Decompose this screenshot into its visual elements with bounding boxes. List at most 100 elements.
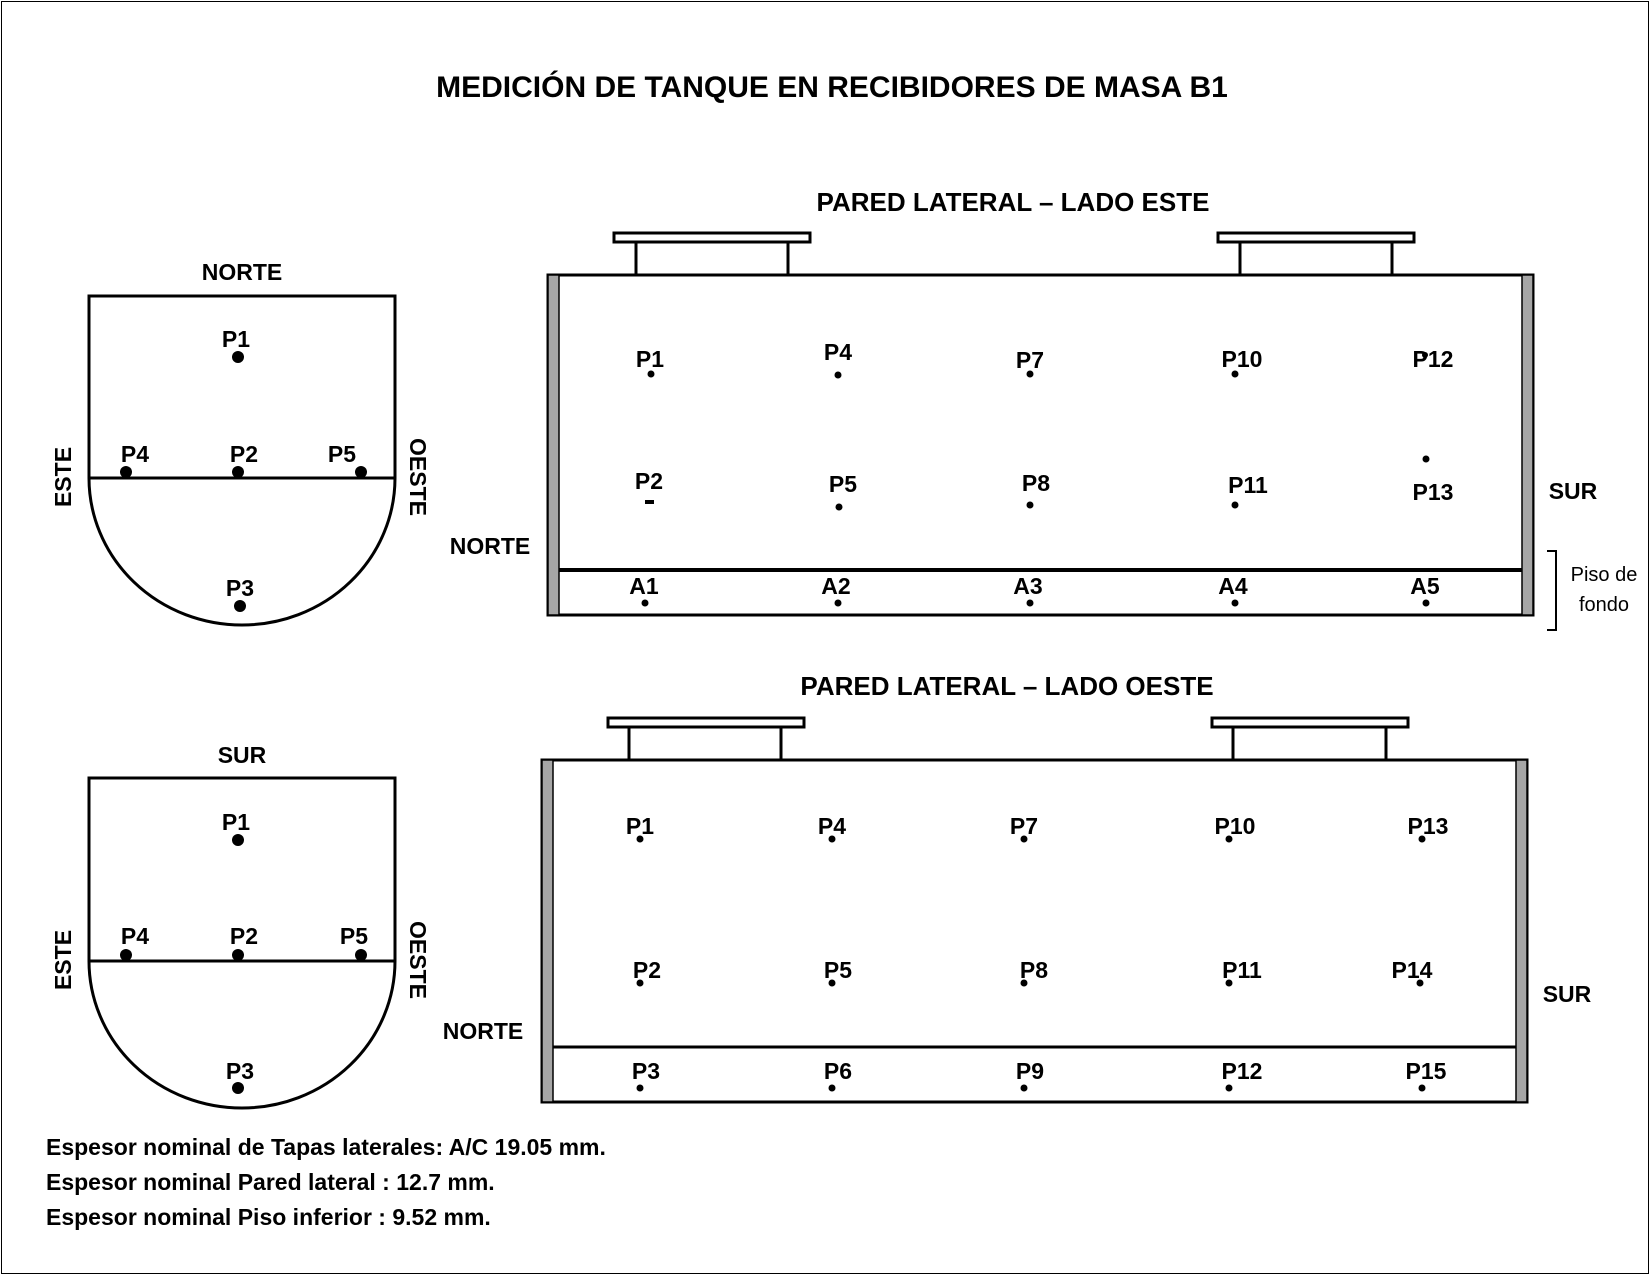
point-label: P5 bbox=[829, 471, 857, 497]
point-label: P3 bbox=[226, 575, 254, 601]
point-label: A4 bbox=[1218, 573, 1248, 599]
end-view-right-label: OESTE bbox=[405, 438, 431, 516]
end-view-top-label: SUR bbox=[218, 742, 267, 768]
end-view-left-label: ESTE bbox=[50, 447, 76, 507]
measure-point bbox=[1225, 1084, 1233, 1092]
manway-cover bbox=[1210, 716, 1410, 729]
measure-point bbox=[834, 599, 842, 607]
point-label: P1 bbox=[222, 809, 250, 835]
point-label: P2 bbox=[633, 957, 661, 983]
point-label: A5 bbox=[1410, 573, 1440, 599]
measure-point bbox=[828, 979, 836, 987]
floor-bracket-label: fondo bbox=[1579, 594, 1629, 616]
point-label: P1 bbox=[222, 326, 250, 352]
end-cap-plate bbox=[1515, 759, 1528, 1103]
measure-point bbox=[835, 503, 843, 511]
end-cap-plate bbox=[547, 274, 560, 616]
point-label: P7 bbox=[1016, 347, 1044, 373]
point-label: A2 bbox=[821, 573, 850, 599]
measure-point bbox=[1231, 501, 1239, 509]
point-label: P4 bbox=[824, 339, 852, 365]
point-label: P1 bbox=[626, 813, 654, 839]
measure-point bbox=[1020, 835, 1028, 843]
measure-point bbox=[232, 466, 244, 478]
measure-point bbox=[641, 599, 649, 607]
top-end-view: NORTE ESTE OESTE P1 P2 P3 P4 P5 bbox=[50, 259, 431, 627]
measure-point bbox=[1026, 501, 1034, 509]
measure-point bbox=[1020, 1084, 1028, 1092]
point-label: P6 bbox=[824, 1058, 852, 1084]
manway-cover bbox=[1216, 231, 1416, 244]
floor-bracket bbox=[1547, 550, 1557, 631]
measure-point bbox=[834, 371, 842, 379]
manway-cover bbox=[606, 716, 806, 729]
point-label: P12 bbox=[1413, 346, 1454, 372]
measure-point bbox=[232, 834, 244, 846]
side-view-title: PARED LATERAL – LADO OESTE bbox=[800, 671, 1213, 701]
measure-point bbox=[636, 979, 644, 987]
measure-point bbox=[1026, 599, 1034, 607]
point-label: A1 bbox=[629, 573, 659, 599]
side-view-left-label: NORTE bbox=[450, 533, 531, 559]
measure-point bbox=[1225, 835, 1233, 843]
point-label: P5 bbox=[328, 441, 356, 467]
note-side-wall: Espesor nominal Pared lateral : 12.7 mm. bbox=[46, 1169, 495, 1195]
measure-point bbox=[120, 466, 132, 478]
point-label: P15 bbox=[1406, 1058, 1447, 1084]
tank-wall bbox=[546, 273, 1535, 617]
point-label: P4 bbox=[818, 813, 846, 839]
note-end-caps: Espesor nominal de Tapas laterales: A/C … bbox=[46, 1134, 606, 1160]
measure-point bbox=[828, 835, 836, 843]
point-label: P10 bbox=[1222, 346, 1263, 372]
measure-point bbox=[1231, 599, 1239, 607]
measure-point bbox=[355, 949, 367, 961]
point-label: P11 bbox=[1228, 472, 1268, 498]
end-view-right-label: OESTE bbox=[405, 921, 431, 999]
point-label: P12 bbox=[1222, 1058, 1263, 1084]
measure-point bbox=[1422, 599, 1430, 607]
top-side-view: PARED LATERAL – LADO ESTE NORTE SUR P1 P… bbox=[450, 187, 1638, 631]
measure-point bbox=[1418, 1084, 1426, 1092]
measure-point bbox=[645, 500, 654, 504]
point-label: P2 bbox=[635, 468, 663, 494]
measure-point bbox=[828, 1084, 836, 1092]
bottom-side-view: PARED LATERAL – LADO OESTE NORTE SUR P1 … bbox=[443, 671, 1592, 1104]
point-label: P2 bbox=[230, 923, 258, 949]
measure-point bbox=[1231, 370, 1239, 378]
manway-cover bbox=[612, 231, 812, 244]
side-view-right-label: SUR bbox=[1549, 478, 1598, 504]
measure-point bbox=[355, 466, 367, 478]
side-view-right-label: SUR bbox=[1543, 981, 1592, 1007]
point-label: A3 bbox=[1013, 573, 1042, 599]
end-cap-plate bbox=[1521, 274, 1534, 616]
point-label: P14 bbox=[1392, 957, 1433, 983]
measure-point bbox=[120, 949, 132, 961]
point-label: P8 bbox=[1022, 470, 1050, 496]
floor-bracket-label: Piso de bbox=[1571, 564, 1638, 586]
side-view-left-label: NORTE bbox=[443, 1018, 524, 1044]
tank-wall bbox=[540, 758, 1529, 1104]
end-view-top-label: NORTE bbox=[202, 259, 283, 285]
measure-point bbox=[232, 351, 244, 363]
point-label: P7 bbox=[1010, 813, 1038, 839]
point-label: P11 bbox=[1222, 957, 1262, 983]
point-label: P13 bbox=[1408, 813, 1449, 839]
end-view-outline bbox=[87, 776, 397, 1110]
side-view-title: PARED LATERAL – LADO ESTE bbox=[817, 187, 1210, 217]
point-label: P8 bbox=[1020, 957, 1048, 983]
diagram-title: MEDICIÓN DE TANQUE EN RECIBIDORES DE MAS… bbox=[436, 70, 1228, 104]
bottom-end-view: SUR ESTE OESTE P1 P2 P3 P4 P5 bbox=[50, 742, 431, 1110]
point-label: P4 bbox=[121, 923, 149, 949]
point-label: P9 bbox=[1016, 1058, 1044, 1084]
point-label: P1 bbox=[636, 346, 664, 372]
point-label: P5 bbox=[340, 923, 368, 949]
measure-point bbox=[232, 949, 244, 961]
measure-point bbox=[1020, 979, 1028, 987]
end-view-outline bbox=[87, 294, 397, 627]
point-label: P10 bbox=[1215, 813, 1256, 839]
note-bottom-floor: Espesor nominal Piso inferior : 9.52 mm. bbox=[46, 1204, 491, 1230]
measure-point bbox=[636, 835, 644, 843]
measure-point bbox=[1422, 455, 1430, 463]
